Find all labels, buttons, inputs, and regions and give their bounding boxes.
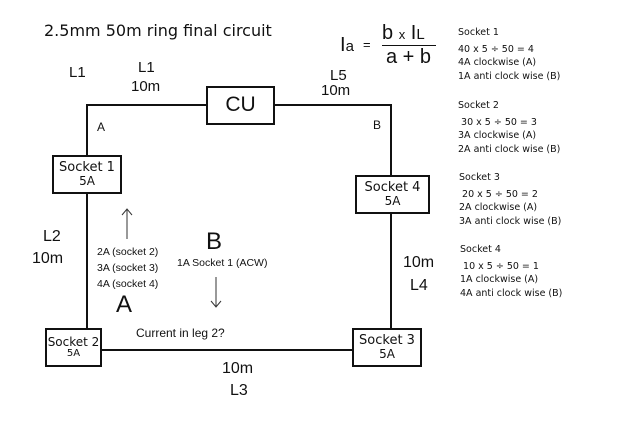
- direction-a-currents: 2A (socket 2) 3A (socket 3) 4A (socket 4…: [97, 244, 158, 292]
- arrow-up-icon: [121, 208, 133, 239]
- leg-l1-label: L1: [138, 59, 155, 76]
- consumer-unit: CU: [206, 86, 275, 125]
- end-a-label: A: [97, 120, 106, 134]
- leg-l5-label: L5: [330, 67, 347, 84]
- wire-top-right: [273, 104, 392, 106]
- calc-heading: Socket 4: [460, 244, 501, 255]
- question-text: Current in leg 2?: [136, 326, 225, 340]
- calc-clockwise: 3A clockwise (A): [458, 130, 537, 141]
- wire-left: [86, 104, 88, 330]
- direction-b-label: B: [206, 228, 223, 255]
- calc-clockwise: 1A clockwise (A): [460, 274, 539, 285]
- consumer-unit-label: CU: [225, 93, 256, 117]
- calc-equation: 40 x 5 ÷ 50 = 4: [458, 43, 534, 55]
- direction-b-current: 1A Socket 1 (ACW): [177, 257, 268, 269]
- leg-l5-length: 10m: [321, 82, 351, 99]
- leg-l1-length: 10m: [131, 78, 161, 95]
- leg-l4-length: 10m: [403, 254, 435, 271]
- formula-num-times: x: [398, 27, 406, 42]
- wire-top-left: [87, 104, 207, 106]
- calc-clockwise: 4A clockwise (A): [458, 57, 537, 68]
- socket-4: Socket 4 5A: [355, 175, 430, 214]
- formula-lhs-sub: a: [345, 38, 354, 55]
- socket-2: Socket 2 5A: [45, 328, 102, 367]
- wire-bottom: [100, 349, 354, 351]
- leg-l3-length: 10m: [222, 360, 254, 377]
- calc-anticlockwise: 4A anti clock wise (B): [460, 287, 563, 299]
- calc-equation: 10 x 5 ÷ 50 = 1: [460, 260, 539, 272]
- socket-1-rating: 5A: [79, 174, 95, 189]
- calc-clockwise: 2A clockwise (A): [459, 202, 538, 213]
- leg-l1-outer-label: L1: [69, 64, 86, 81]
- calc-anticlockwise: 3A anti clock wise (B): [459, 215, 562, 227]
- calc-socket-3: Socket 3 20 x 5 ÷ 50 = 2 2A clockwise (A…: [459, 171, 561, 228]
- socket-3-rating: 5A: [379, 347, 395, 362]
- calc-heading: Socket 3: [459, 172, 500, 183]
- socket-3: Socket 3 5A: [352, 328, 422, 367]
- formula-fraction-bar: [382, 45, 436, 46]
- calc-socket-2: Socket 2 30 x 5 ÷ 50 = 3 3A clockwise (A…: [458, 99, 560, 156]
- diagram-title: 2.5mm 50m ring final circuit: [44, 21, 272, 40]
- formula-lhs: Ia: [340, 34, 354, 57]
- socket-2-name: Socket 2: [47, 334, 100, 349]
- calc-socket-1: Socket 1 40 x 5 ÷ 50 = 4 4A clockwise (A…: [458, 26, 560, 83]
- direction-a-label: A: [116, 291, 133, 318]
- calc-anticlockwise: 2A anti clock wise (B): [458, 143, 561, 155]
- formula-num-i: I: [410, 22, 417, 44]
- calc-heading: Socket 2: [458, 100, 499, 111]
- socket-2-rating: 5A: [66, 347, 81, 359]
- leg-l2-label: L2: [43, 228, 61, 245]
- a-current-item: 4A (socket 4): [97, 278, 159, 290]
- leg-l3-label: L3: [230, 382, 248, 399]
- calc-equation: 30 x 5 ÷ 50 = 3: [458, 116, 537, 128]
- a-current-item: 3A (socket 3): [97, 262, 159, 274]
- formula-lhs-i: I: [340, 34, 346, 56]
- calc-anticlockwise: 1A anti clock wise (B): [458, 70, 561, 82]
- end-b-label: B: [373, 118, 382, 132]
- formula-num-b: b: [382, 22, 394, 44]
- socket-1: Socket 1 5A: [52, 155, 122, 194]
- socket-4-rating: 5A: [384, 194, 401, 209]
- formula-equals: =: [363, 37, 371, 52]
- a-current-item: 2A (socket 2): [97, 246, 159, 258]
- leg-l2-length: 10m: [32, 250, 64, 267]
- calc-socket-4: Socket 4 10 x 5 ÷ 50 = 1 1A clockwise (A…: [460, 243, 562, 300]
- current-division-formula: Ia = b x IL a + b: [340, 22, 440, 70]
- calc-equation: 20 x 5 ÷ 50 = 2: [459, 188, 538, 200]
- socket-1-name: Socket 1: [59, 160, 115, 176]
- socket-3-name: Socket 3: [359, 333, 415, 349]
- arrow-down-icon: [210, 277, 222, 308]
- socket-4-name: Socket 4: [364, 180, 421, 196]
- leg-l4-label: L4: [410, 277, 428, 294]
- formula-denominator: a + b: [386, 46, 432, 68]
- calc-heading: Socket 1: [458, 27, 499, 38]
- formula-numerator: b x IL: [382, 22, 425, 45]
- wire-right: [390, 104, 392, 330]
- formula-num-sub: L: [416, 26, 425, 43]
